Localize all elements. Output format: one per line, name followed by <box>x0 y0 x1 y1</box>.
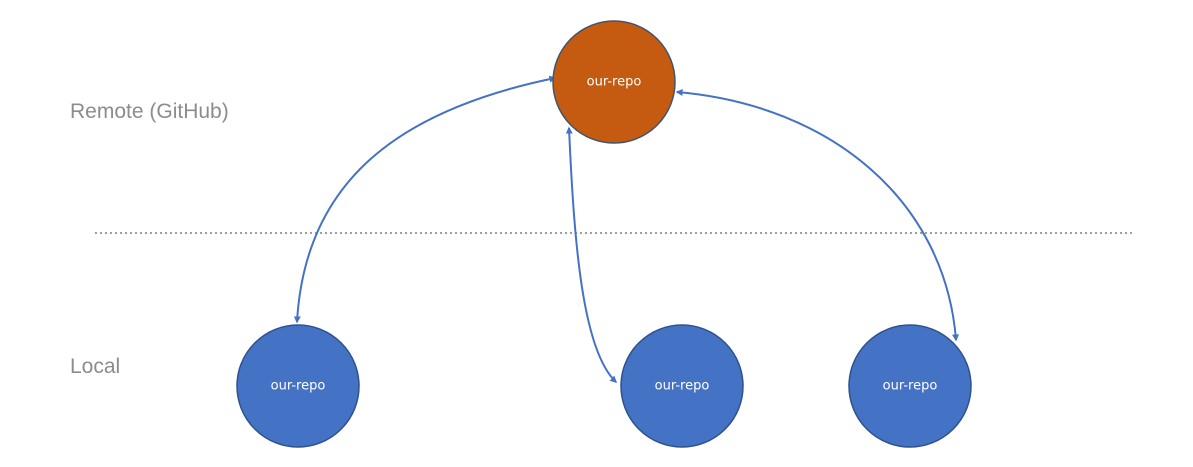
arrow-remote-to-local-1 <box>293 75 557 324</box>
arrow-remote-to-local-3 <box>675 88 960 342</box>
local-zone-label: Local <box>70 355 121 378</box>
arrow-remote-to-local-2 <box>565 126 618 383</box>
local-repo-label: our-repo <box>655 379 710 394</box>
local-repo-node: our-repo <box>236 324 360 448</box>
local-repo-node: our-repo <box>620 324 744 448</box>
remote-repo-label: our-repo <box>587 75 642 90</box>
local-repo-node: our-repo <box>848 324 972 448</box>
remote-repo-node: our-repo <box>552 20 676 144</box>
local-repo-label: our-repo <box>271 379 326 394</box>
local-repo-label: our-repo <box>883 379 938 394</box>
remote-zone-label: Remote (GitHub) <box>70 100 229 123</box>
